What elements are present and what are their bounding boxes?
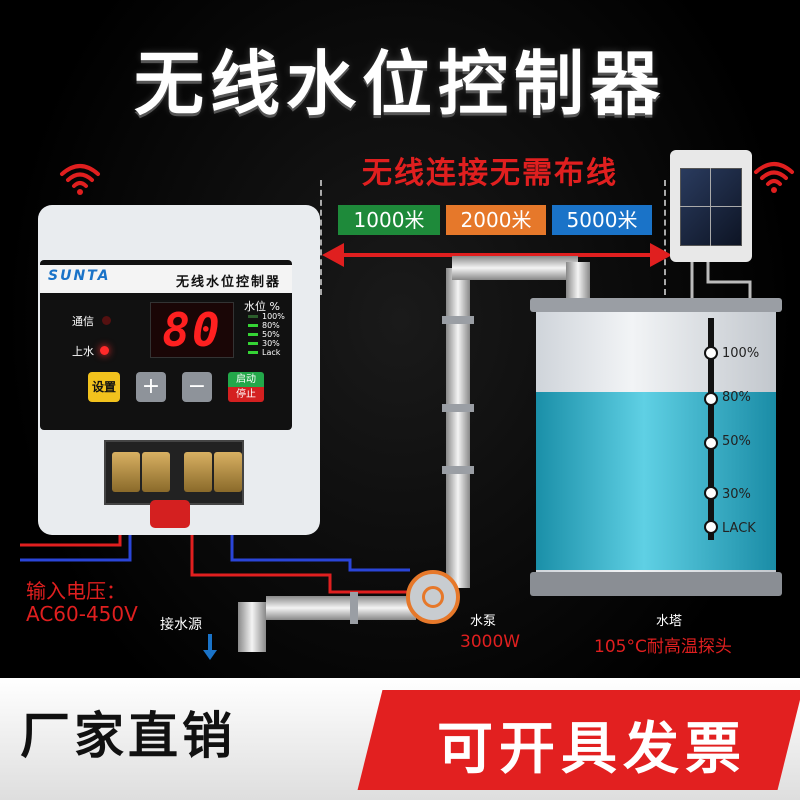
tank-level-label: 50% [722,434,751,449]
terminal-screw [142,452,170,492]
pump-power: 3000W [460,632,521,652]
bottom-pipe [266,596,416,620]
terminal-screw [214,452,242,492]
fill-label: 上水 [72,345,94,358]
level-row: 30% [248,339,288,348]
tank-level-label: 100% [722,346,760,361]
level-probe [708,318,714,540]
water-level [536,392,776,570]
water-source-label: 接水源 [160,617,202,633]
probe-node [704,486,718,500]
set-button[interactable]: 设置 [88,372,120,402]
level-display: 80 [150,302,234,358]
plus-button[interactable]: + [136,372,166,402]
mount-clip [150,500,190,528]
solar-panel [680,168,742,246]
fill-led [100,346,109,355]
input-voltage-value: AC60-450V [26,602,138,626]
probe-caption: 105°C耐高温探头 [594,637,732,657]
distance-badge-5000: 5000米 [552,205,652,235]
level-row: 80% [248,321,288,330]
minus-button[interactable]: − [182,372,212,402]
tank-base [530,572,782,596]
stop-button[interactable]: 停止 [228,387,264,402]
comm-label: 通信 [72,315,94,328]
brand-logo: SUNTA [48,268,111,284]
controller-header [40,265,292,293]
page-title: 无线水位控制器 [134,43,666,125]
probe-node [704,346,718,360]
probe-node [704,520,718,534]
down-arrow-icon [208,634,212,654]
level-row: 50% [248,330,288,339]
comm-led [102,316,111,325]
terminal-screw [112,452,140,492]
level-row: 100% [248,312,288,321]
probe-node [704,436,718,450]
range-arrow [340,253,655,257]
input-voltage-label: 输入电压： [26,579,126,603]
probe-node [704,392,718,406]
terminal-screw [184,452,212,492]
factory-direct-text: 厂家直销 [20,707,236,765]
top-pipe [452,256,578,280]
source-pipe [238,602,266,652]
pump-label: 水泵 [470,614,497,629]
tank-level-label: LACK [722,521,756,536]
pump-impeller-icon [422,586,444,608]
controller-name: 无线水位控制器 [176,275,282,290]
tank-level-label: 30% [722,487,751,502]
wireless-caption: 无线连接无需布线 [362,156,618,191]
distance-badge-2000: 2000米 [446,205,546,235]
level-row: Lack [248,348,288,357]
tank-lid [530,298,782,312]
inlet-pipe [566,262,590,302]
wifi-icon [754,162,794,193]
tank-level-label: 80% [722,390,751,405]
invoice-text: 可开具发票 [437,717,747,782]
range-boundary-left [320,180,322,295]
start-button[interactable]: 启动 [228,372,264,387]
level-heading: 水位 % [244,300,280,313]
wifi-icon [60,164,100,195]
range-boundary-right [664,180,666,295]
arrow-left-icon [322,243,344,267]
tank-label: 水塔 [656,614,683,629]
distance-badge-1000: 1000米 [338,205,440,235]
arrow-right-icon [650,243,672,267]
